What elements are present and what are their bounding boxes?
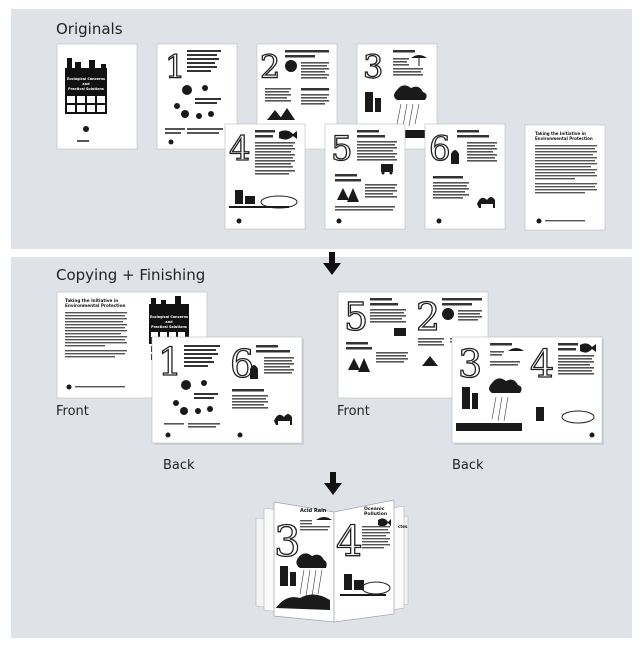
- svg-text:Practical Solutions: Practical Solutions: [68, 87, 104, 91]
- down-arrow-1: [323, 252, 341, 275]
- front-label-left: Front: [56, 404, 89, 419]
- svg-text:ctes: ctes: [398, 524, 408, 529]
- svg-text:4: 4: [336, 517, 363, 566]
- back-label-left: Back: [163, 458, 195, 473]
- back-label-right: Back: [452, 458, 484, 473]
- svg-text:Taking the Initiative in: Taking the Initiative in: [535, 131, 586, 136]
- svg-text:Taking the Initiative in: Taking the Initiative in: [65, 298, 118, 303]
- page-number-5: 5: [331, 129, 353, 169]
- page-number-1: 1: [165, 48, 185, 86]
- original-page-1: 1: [156, 43, 238, 150]
- page-number-6: 6: [429, 129, 451, 169]
- svg-text:Acid Rain: Acid Rain: [300, 508, 327, 514]
- svg-text:Pollution: Pollution: [364, 511, 387, 517]
- svg-text:3: 3: [458, 342, 482, 386]
- svg-text:Practical Solutions: Practical Solutions: [151, 325, 187, 329]
- svg-text:and: and: [165, 320, 173, 324]
- copying-finishing-label: Copying + Finishing: [56, 266, 206, 284]
- svg-text:Oceanic: Oceanic: [364, 506, 385, 512]
- svg-text:3: 3: [274, 517, 301, 566]
- finished-booklet: 3 Acid Rain 4 Oceanic Pollution ctes: [255, 499, 409, 623]
- svg-text:Environmental Protection: Environmental Protection: [535, 136, 593, 141]
- right-back-sheet: 3 4: [451, 336, 604, 445]
- svg-text:Environmental Protection: Environmental Protection: [65, 303, 125, 308]
- cover-title-line1: Ecological Concerns: [67, 77, 105, 81]
- page-number-4: 4: [229, 129, 251, 169]
- original-page-7: Taking the Initiative in Environmental P…: [524, 124, 606, 231]
- svg-text:1: 1: [158, 340, 182, 384]
- svg-text:and: and: [82, 82, 90, 86]
- down-arrow-2: [324, 472, 342, 495]
- page-number-2: 2: [260, 48, 280, 86]
- original-page-5: 5: [324, 123, 406, 230]
- cover-page: Ecological Concerns and Practical Soluti…: [56, 43, 138, 150]
- originals-label: Originals: [56, 20, 123, 38]
- original-page-4: 4: [224, 123, 306, 230]
- page-number-3: 3: [363, 48, 383, 86]
- front-label-right: Front: [337, 404, 370, 419]
- svg-text:2: 2: [416, 295, 440, 339]
- left-back-sheet: 1 6: [151, 336, 304, 445]
- original-page-6: 6: [424, 123, 506, 230]
- svg-text:4: 4: [530, 342, 554, 386]
- svg-text:6: 6: [230, 342, 254, 386]
- svg-text:5: 5: [344, 295, 368, 339]
- svg-text:Ecological Concerns: Ecological Concerns: [150, 315, 188, 319]
